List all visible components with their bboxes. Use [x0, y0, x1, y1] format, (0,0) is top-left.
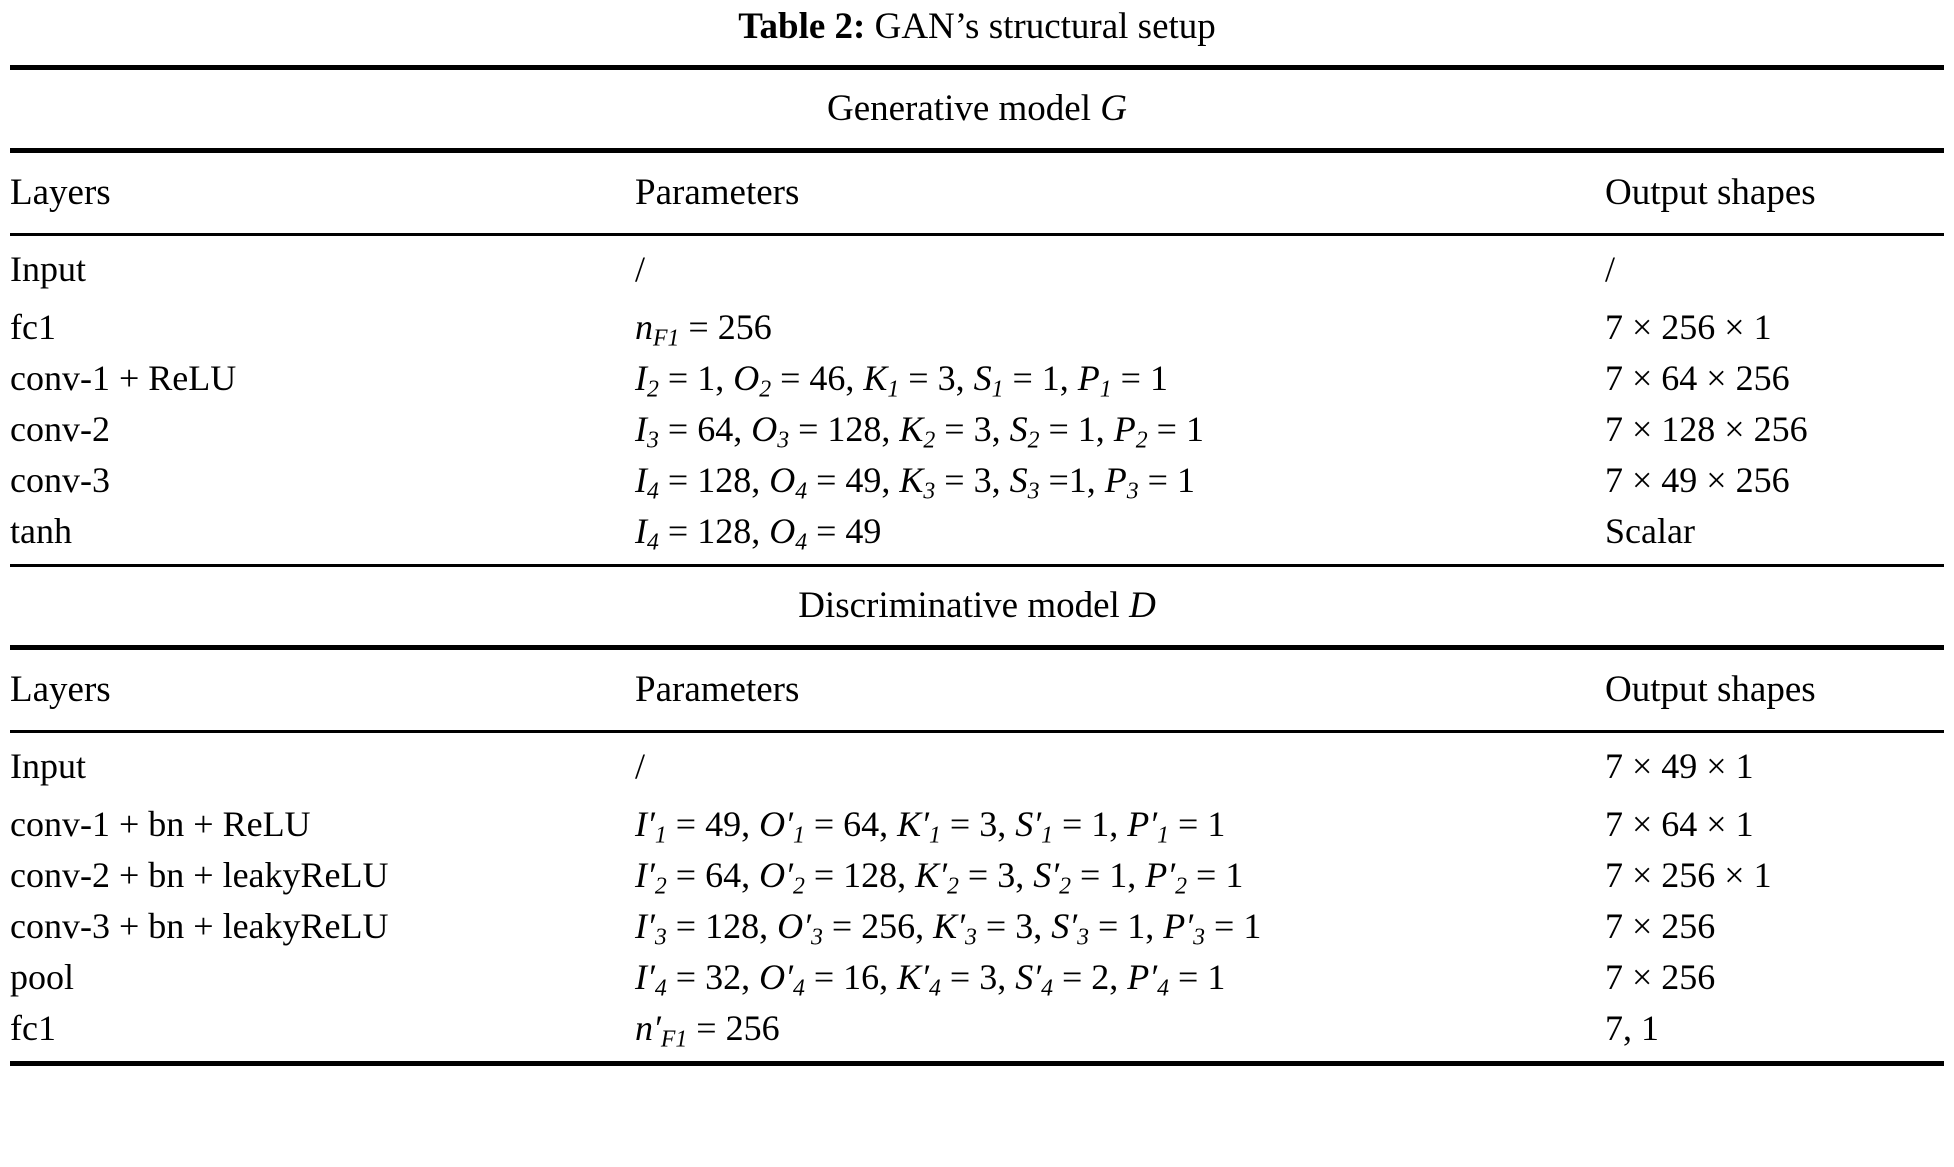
table-row: fc1 n′F1 = 256 7, 1 [10, 1003, 1944, 1061]
table-row: conv-3 I4 = 128, O4 = 49, K3 = 3, S3 =1,… [10, 455, 1944, 506]
row-layer: Input [10, 746, 86, 786]
row-output: 7 × 64 × 256 [1605, 358, 1790, 398]
discriminative-column-header-row: Layers Parameters Output shapes [10, 650, 1944, 730]
row-parameters: I′3 = 128, O′3 = 256, K′3 = 3, S′3 = 1, … [635, 901, 1605, 952]
row-output: 7 × 49 × 256 [1605, 460, 1790, 500]
row-layer: conv-2 + bn + leakyReLU [10, 855, 389, 895]
generative-column-header-table: Layers Parameters Output shapes [10, 153, 1944, 233]
row-parameters: I′2 = 64, O′2 = 128, K′2 = 3, S′2 = 1, P… [635, 850, 1605, 901]
row-parameters: I′4 = 32, O′4 = 16, K′4 = 3, S′4 = 2, P′… [635, 952, 1605, 1003]
row-parameters-math: / [635, 746, 646, 786]
row-parameters: I4 = 128, O4 = 49 [635, 506, 1605, 564]
row-output: 7 × 128 × 256 [1605, 409, 1808, 449]
generative-body-table: Input / / fc1 nF1 = 256 7 × 256 × 1 conv… [10, 236, 1944, 564]
row-parameters: n′F1 = 256 [635, 1003, 1605, 1061]
row-parameters-math: I2 = 1, O2 = 46, K1 = 3, S1 = 1, P1 = 1 [635, 358, 1168, 403]
row-output: / [1605, 249, 1616, 289]
caption-text: GAN’s structural setup [874, 6, 1216, 47]
generative-bottom-rule [10, 564, 1944, 567]
row-parameters-math: nF1 = 256 [635, 307, 772, 352]
table-row: Input / 7 × 49 × 1 [10, 733, 1944, 799]
row-parameters: nF1 = 256 [635, 302, 1605, 353]
row-parameters-math: I′2 = 64, O′2 = 128, K′2 = 3, S′2 = 1, P… [635, 855, 1244, 900]
row-layer: conv-1 + ReLU [10, 358, 237, 398]
row-parameters-math: I4 = 128, O4 = 49 [635, 511, 882, 556]
discriminative-header-top-rule [10, 645, 1944, 650]
row-parameters: / [635, 733, 1605, 799]
section-title-generative-text: Generative model [826, 88, 1092, 129]
section-title-generative: Generative model G [10, 70, 1944, 148]
row-output: 7 × 64 × 1 [1605, 804, 1754, 844]
discriminative-header-bottom-rule [10, 730, 1944, 733]
section-title-discriminative-symbol: D [1129, 585, 1156, 626]
caption-label: Table 2: [738, 6, 866, 47]
row-layer: pool [10, 957, 75, 997]
table-row: conv-2 I3 = 64, O3 = 128, K2 = 3, S2 = 1… [10, 404, 1944, 455]
row-parameters: I3 = 64, O3 = 128, K2 = 3, S2 = 1, P2 = … [635, 404, 1605, 455]
row-output: 7 × 256 × 1 [1605, 307, 1772, 347]
table-row: fc1 nF1 = 256 7 × 256 × 1 [10, 302, 1944, 353]
row-parameters-math: / [635, 249, 646, 289]
table-row: conv-1 + ReLU I2 = 1, O2 = 46, K1 = 3, S… [10, 353, 1944, 404]
discriminative-body-table: Input / 7 × 49 × 1 conv-1 + bn + ReLU I′… [10, 733, 1944, 1061]
generative-col-header-parameters: Parameters [635, 172, 800, 213]
row-layer: conv-3 [10, 460, 110, 500]
row-layer: conv-3 + bn + leakyReLU [10, 906, 389, 946]
section-title-generative-symbol: G [1100, 88, 1127, 129]
generative-col-header-output-shapes: Output shapes [1605, 172, 1816, 213]
row-output: 7 × 256 × 1 [1605, 855, 1772, 895]
generative-header-bottom-rule [10, 233, 1944, 236]
row-layer: fc1 [10, 1008, 56, 1048]
row-parameters-math: I′4 = 32, O′4 = 16, K′4 = 3, S′4 = 2, P′… [635, 957, 1226, 1002]
row-parameters-math: I3 = 64, O3 = 128, K2 = 3, S2 = 1, P2 = … [635, 409, 1204, 454]
table-row: pool I′4 = 32, O′4 = 16, K′4 = 3, S′4 = … [10, 952, 1944, 1003]
table-caption: Table 2: GAN’s structural setup [10, 0, 1944, 65]
row-output: 7, 1 [1605, 1008, 1659, 1048]
row-parameters-math: I′1 = 49, O′1 = 64, K′1 = 3, S′1 = 1, P′… [635, 804, 1226, 849]
row-parameters: I4 = 128, O4 = 49, K3 = 3, S3 =1, P3 = 1 [635, 455, 1605, 506]
discriminative-col-header-parameters: Parameters [635, 669, 800, 710]
generative-col-header-layers: Layers [10, 172, 111, 213]
section-title-discriminative: Discriminative model D [10, 567, 1944, 645]
row-parameters-math: I′3 = 128, O′3 = 256, K′3 = 3, S′3 = 1, … [635, 906, 1262, 951]
row-parameters: I′1 = 49, O′1 = 64, K′1 = 3, S′1 = 1, P′… [635, 799, 1605, 850]
discriminative-column-header-table: Layers Parameters Output shapes [10, 650, 1944, 730]
discriminative-col-header-layers: Layers [10, 669, 111, 710]
row-parameters: / [635, 236, 1605, 302]
discriminative-col-header-output-shapes: Output shapes [1605, 669, 1816, 710]
table-row: tanh I4 = 128, O4 = 49 Scalar [10, 506, 1944, 564]
row-layer: Input [10, 249, 86, 289]
row-parameters-math: I4 = 128, O4 = 49, K3 = 3, S3 =1, P3 = 1 [635, 460, 1195, 505]
table-bottom-rule [10, 1061, 1944, 1066]
generative-column-header-row: Layers Parameters Output shapes [10, 153, 1944, 233]
row-layer: conv-2 [10, 409, 110, 449]
row-output: 7 × 256 [1605, 906, 1716, 946]
table-top-rule [10, 65, 1944, 70]
generative-header-top-rule [10, 148, 1944, 153]
row-output: 7 × 256 [1605, 957, 1716, 997]
row-layer: fc1 [10, 307, 56, 347]
row-layer: tanh [10, 511, 72, 551]
table-row: conv-3 + bn + leakyReLU I′3 = 128, O′3 =… [10, 901, 1944, 952]
section-title-discriminative-text: Discriminative model [798, 585, 1120, 626]
table-row: Input / / [10, 236, 1944, 302]
row-output: 7 × 49 × 1 [1605, 746, 1754, 786]
row-parameters: I2 = 1, O2 = 46, K1 = 3, S1 = 1, P1 = 1 [635, 353, 1605, 404]
table-row: conv-2 + bn + leakyReLU I′2 = 64, O′2 = … [10, 850, 1944, 901]
table-row: conv-1 + bn + ReLU I′1 = 49, O′1 = 64, K… [10, 799, 1944, 850]
row-parameters-math: n′F1 = 256 [635, 1008, 780, 1053]
row-output: Scalar [1605, 511, 1695, 551]
row-layer: conv-1 + bn + ReLU [10, 804, 311, 844]
